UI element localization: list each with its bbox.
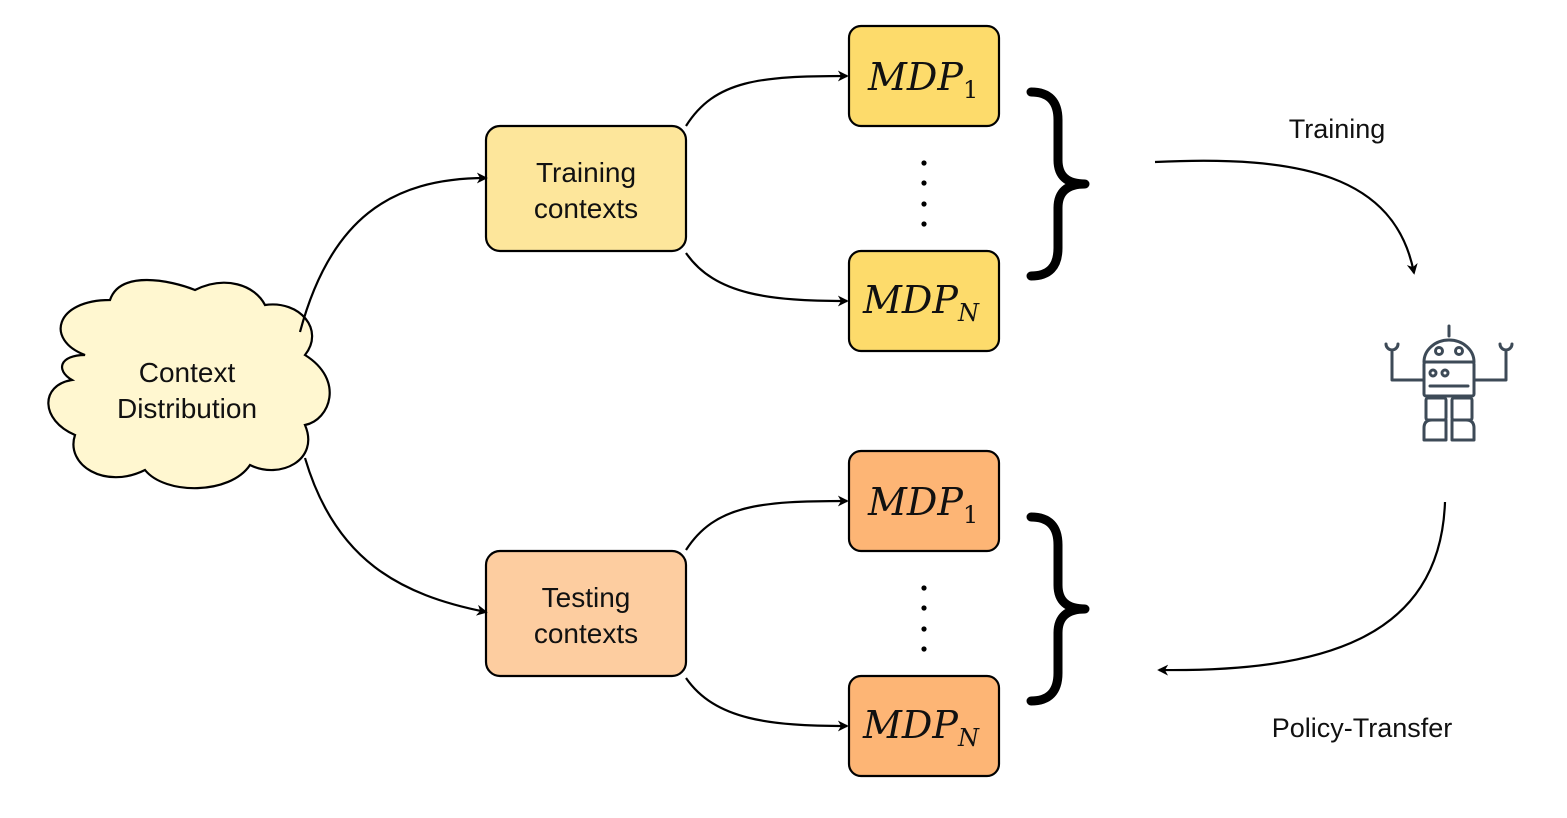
testing-ellipsis bbox=[921, 585, 927, 652]
edge-cloud-to-testing bbox=[303, 457, 488, 616]
testing-contexts-box: Testing contexts bbox=[484, 549, 688, 678]
cloud-shape bbox=[47, 279, 331, 490]
edge-training-to-agent bbox=[1154, 159, 1418, 275]
testing-mdp-1-label: MDP1 bbox=[867, 480, 978, 529]
edge-testing-to-mdp-1 bbox=[685, 495, 849, 551]
testing-curly-brace bbox=[1026, 512, 1090, 706]
testing-mdp-n-label: MDPN bbox=[862, 703, 980, 752]
training-mdp-1-label: MDP1 bbox=[867, 55, 978, 104]
training-curly-brace bbox=[1026, 87, 1090, 281]
testing-box-line2: contexts bbox=[534, 618, 638, 649]
edge-cloud-to-training bbox=[298, 172, 488, 333]
context-distribution-cloud: Context Distribution bbox=[47, 279, 331, 490]
policy-transfer-label: Policy-Transfer bbox=[1272, 713, 1453, 743]
training-box-line1: Training bbox=[536, 157, 636, 188]
cloud-label-line1: Context bbox=[139, 357, 236, 388]
testing-box-line1: Testing bbox=[542, 582, 631, 613]
training-label: Training bbox=[1289, 114, 1386, 144]
training-contexts-box: Training contexts bbox=[484, 124, 688, 253]
edge-training-to-mdp-n bbox=[685, 252, 849, 307]
robot-icon bbox=[1384, 324, 1514, 442]
cloud-label-line2: Distribution bbox=[117, 393, 257, 424]
training-box-line2: contexts bbox=[534, 193, 638, 224]
edge-training-to-mdp-1 bbox=[685, 70, 849, 127]
training-mdp-1-box: MDP1 bbox=[847, 24, 1001, 128]
edge-testing-to-mdp-n bbox=[685, 677, 849, 732]
testing-mdp-1-box: MDP1 bbox=[847, 449, 1001, 553]
training-mdp-n-label: MDPN bbox=[862, 278, 980, 327]
training-ellipsis bbox=[921, 160, 927, 227]
edge-agent-to-testing bbox=[1157, 501, 1447, 676]
testing-mdp-n-box: MDPN bbox=[847, 674, 1001, 778]
training-mdp-n-box: MDPN bbox=[847, 249, 1001, 353]
